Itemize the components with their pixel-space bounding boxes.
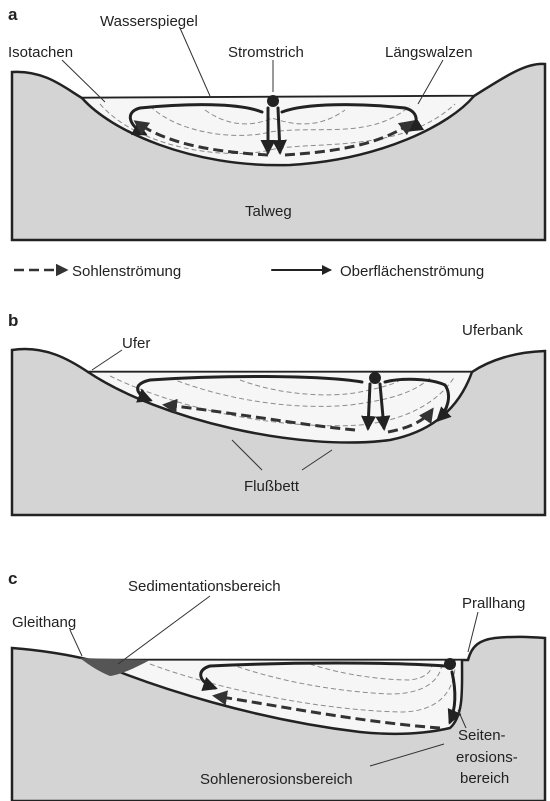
label-ufer: Ufer bbox=[122, 335, 150, 352]
label-isotachen: Isotachen bbox=[8, 44, 73, 61]
panel-c-leader-sedimentation bbox=[118, 596, 210, 664]
panel-c-letter: c bbox=[8, 569, 17, 588]
label-seitenerosion-line2: erosions- bbox=[456, 749, 518, 766]
label-flussbett: Flußbett bbox=[244, 478, 300, 495]
panel-b-leader-ufer bbox=[92, 350, 122, 370]
panel-a-leader-wasserspiegel bbox=[180, 28, 210, 96]
label-seitenerosion-line1: Seiten- bbox=[458, 727, 506, 744]
label-prallhang: Prallhang bbox=[462, 595, 525, 612]
label-stromstrich: Stromstrich bbox=[228, 44, 304, 61]
label-sohlenerosionsbereich: Sohlenerosionsbereich bbox=[200, 771, 353, 788]
label-talweg: Talweg bbox=[245, 203, 292, 220]
panel-a-stromstrich-dot bbox=[267, 95, 279, 107]
label-wasserspiegel: Wasserspiegel bbox=[100, 13, 198, 30]
panel-b-stromstrich-dot bbox=[369, 372, 381, 384]
label-uferbank: Uferbank bbox=[462, 322, 523, 339]
label-sedimentationsbereich: Sedimentationsbereich bbox=[128, 578, 281, 595]
panel-b-downflow-arrow-left bbox=[368, 384, 370, 428]
panel-c: c Sedimentationsbereich Gleithang Prallh… bbox=[8, 569, 545, 801]
panel-b-letter: b bbox=[8, 311, 18, 330]
label-gleithang: Gleithang bbox=[12, 614, 76, 631]
label-laengswalzen: Längswalzen bbox=[385, 44, 473, 61]
legend: Sohlenströmung Oberflächenströmung bbox=[14, 263, 484, 280]
legend-surface-flow-label: Oberflächenströmung bbox=[340, 263, 484, 280]
panel-a-letter: a bbox=[8, 5, 18, 24]
panel-b: b Ufer Uferbank Flußbett bbox=[8, 311, 545, 515]
legend-sole-flow-label: Sohlenströmung bbox=[72, 263, 181, 280]
panel-c-leader-gleithang bbox=[70, 630, 82, 656]
label-seitenerosion-line3: bereich bbox=[460, 770, 509, 787]
panel-c-stromstrich-dot bbox=[444, 658, 456, 670]
panel-a: a Wasserspiegel Isotachen Stromstrich Lä… bbox=[8, 5, 545, 240]
panel-a-downflow-arrow-right bbox=[278, 108, 280, 152]
